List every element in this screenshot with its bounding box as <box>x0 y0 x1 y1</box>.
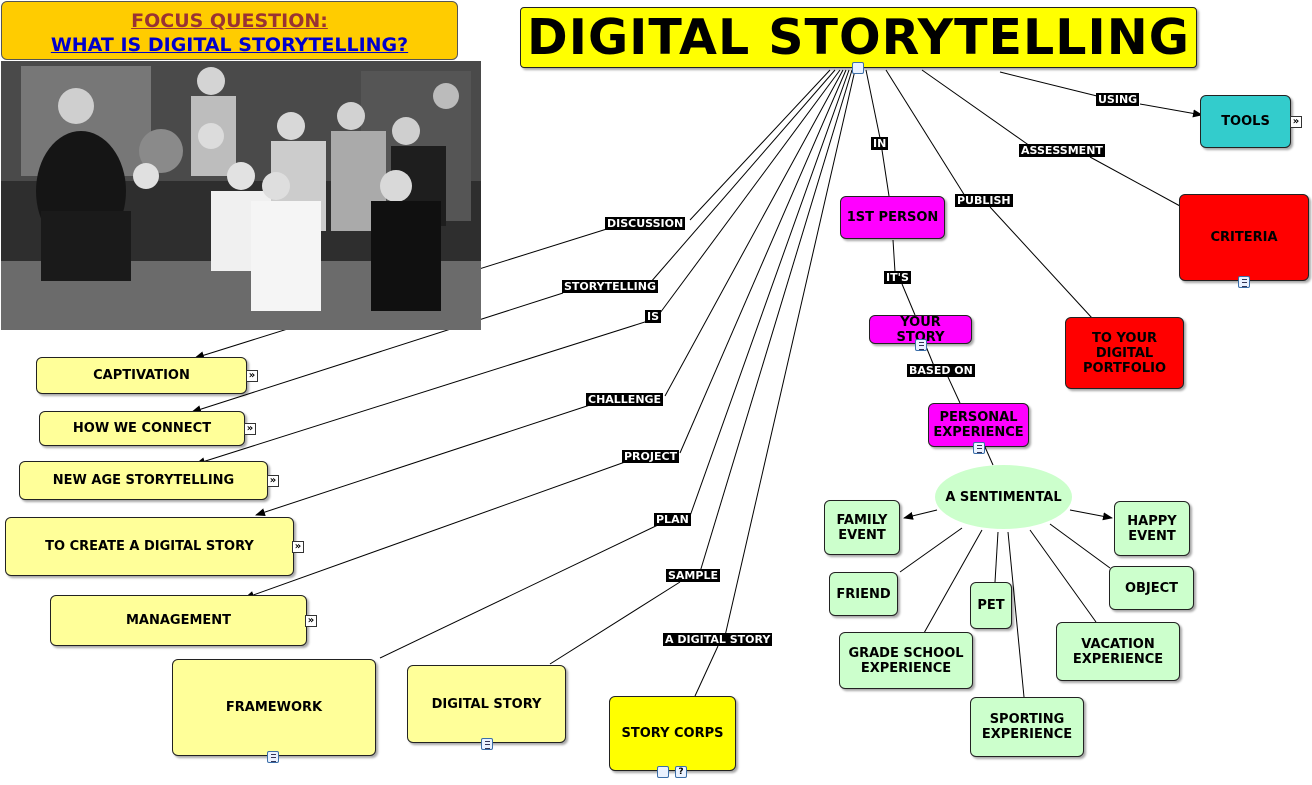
focus-question-heading: FOCUS QUESTION: <box>131 10 328 32</box>
node-pet[interactable]: PET <box>970 582 1012 629</box>
node-first-person[interactable]: 1ST PERSON <box>840 196 945 239</box>
link-label-storytelling: STORYTELLING <box>562 280 658 293</box>
link-label-using: USING <box>1096 93 1140 106</box>
expand-arrow-icon[interactable]: » <box>244 423 256 435</box>
node-digital-story[interactable]: DIGITAL STORY <box>407 665 566 743</box>
focus-question-box: FOCUS QUESTION: WHAT IS DIGITAL STORYTEL… <box>1 1 458 60</box>
concept-map-icon[interactable] <box>852 62 864 74</box>
link-label-its: IT'S <box>884 271 911 284</box>
node-criteria[interactable]: CRITERIA <box>1179 194 1309 281</box>
node-tools[interactable]: TOOLS <box>1200 95 1291 148</box>
node-personal-experience[interactable]: PERSONAL EXPERIENCE <box>928 403 1029 447</box>
node-vacation-experience[interactable]: VACATION EXPERIENCE <box>1056 622 1180 681</box>
node-object[interactable]: OBJECT <box>1109 566 1194 610</box>
expand-arrow-icon[interactable]: » <box>305 615 317 627</box>
link-label-project: PROJECT <box>622 450 680 463</box>
node-a-sentimental[interactable]: A SENTIMENTAL <box>935 465 1072 529</box>
classroom-photo-illustration <box>1 61 481 330</box>
node-captivation[interactable]: CAPTIVATION <box>36 357 247 394</box>
main-title-node[interactable]: DIGITAL STORYTELLING <box>520 7 1197 68</box>
document-icon[interactable] <box>267 751 279 763</box>
document-icon[interactable] <box>1238 276 1250 288</box>
link-label-challenge: CHALLENGE <box>586 393 664 406</box>
node-happy-event[interactable]: HAPPY EVENT <box>1114 501 1190 556</box>
expand-arrow-icon[interactable]: » <box>246 370 258 382</box>
link-label-in: IN <box>871 137 889 150</box>
node-sporting-experience[interactable]: SPORTING EXPERIENCE <box>970 697 1084 757</box>
node-to-your-digital-portfolio[interactable]: TO YOUR DIGITAL PORTFOLIO <box>1065 317 1184 389</box>
node-to-create-digital-story[interactable]: TO CREATE A DIGITAL STORY <box>5 517 294 576</box>
expand-arrow-icon[interactable]: » <box>267 475 279 487</box>
link-label-discussion: DISCUSSION <box>605 217 686 230</box>
document-icon[interactable] <box>973 442 985 454</box>
focus-question-link[interactable]: WHAT IS DIGITAL STORYTELLING? <box>50 34 409 56</box>
link-label-plan: PLAN <box>654 513 691 526</box>
node-family-event[interactable]: FAMILY EVENT <box>824 500 900 555</box>
link-label-sample: SAMPLE <box>666 569 720 582</box>
document-icon[interactable] <box>481 738 493 750</box>
expand-arrow-icon[interactable]: » <box>292 541 304 553</box>
document-icon[interactable] <box>915 339 927 351</box>
classroom-photo <box>1 61 481 330</box>
node-grade-school-experience[interactable]: GRADE SCHOOL EXPERIENCE <box>839 632 973 689</box>
node-friend[interactable]: FRIEND <box>829 572 898 616</box>
node-story-corps[interactable]: STORY CORPS <box>609 696 736 771</box>
link-label-is: IS <box>645 310 662 323</box>
link-label-based-on: BASED ON <box>907 364 975 377</box>
link-label-assessment: ASSESSMENT <box>1019 144 1105 157</box>
link-label-publish: PUBLISH <box>955 194 1013 207</box>
expand-arrow-icon[interactable]: » <box>1290 116 1302 128</box>
node-how-we-connect[interactable]: HOW WE CONNECT <box>39 411 245 446</box>
node-new-age-storytelling[interactable]: NEW AGE STORYTELLING <box>19 461 268 500</box>
audio-icon[interactable] <box>657 766 669 778</box>
node-management[interactable]: MANAGEMENT <box>50 595 307 646</box>
link-label-a-digital-story: A DIGITAL STORY <box>663 633 773 646</box>
node-framework[interactable]: FRAMEWORK <box>172 659 376 756</box>
help-icon[interactable]: ? <box>675 766 687 778</box>
